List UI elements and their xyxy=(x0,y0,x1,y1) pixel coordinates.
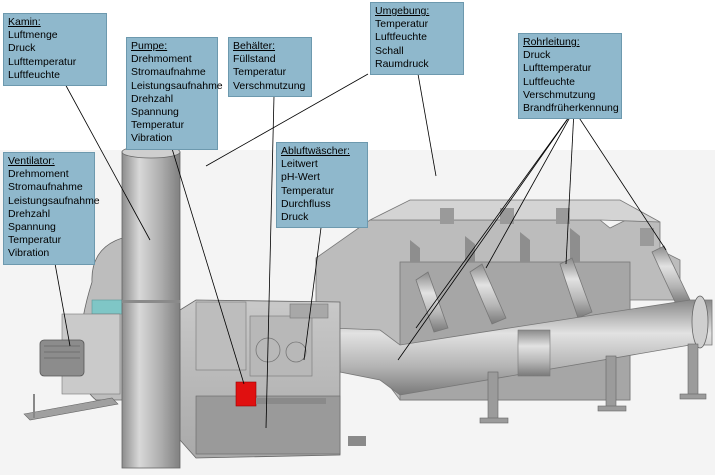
label-kamin-item: Druck xyxy=(8,42,36,55)
label-umgebung-title: Umgebung: xyxy=(375,5,430,17)
label-kamin-item: Luftfeuchte xyxy=(8,68,60,81)
label-ventilator-item: Stromaufnahme xyxy=(8,181,83,194)
label-umgebung-item: Temperatur xyxy=(375,18,429,31)
label-rohrleitung-item: Druck xyxy=(523,49,551,62)
label-umgebung-item: Luftfeuchte xyxy=(375,31,427,44)
label-ventilator-item: Leistungsaufnahme xyxy=(8,194,100,207)
chimney xyxy=(121,145,181,469)
label-abluft-title: Abluftwäscher: xyxy=(281,145,350,157)
label-pumpe-title: Pumpe: xyxy=(131,40,168,52)
label-rohrleitung-item: Luftfeuchte xyxy=(523,75,575,88)
label-ventilator-item: Drehmoment xyxy=(8,168,69,181)
label-abluft-item: Temperatur xyxy=(281,184,335,197)
main-pipe xyxy=(329,295,713,396)
label-behaelter-item: Temperatur xyxy=(233,66,287,79)
label-kamin-title: Kamin: xyxy=(8,16,41,28)
label-rohrleitung: Rohrleitung: Druck Lufttemperatur Luftfe… xyxy=(518,33,622,120)
label-pumpe-item: Drehmoment xyxy=(131,53,192,66)
label-ventilator: Ventilator: Drehmoment Stromaufnahme Lei… xyxy=(3,152,100,265)
branch-pipes xyxy=(415,245,691,333)
tank-unit xyxy=(179,299,366,459)
label-rohrleitung-item: Brandfrüherkennung xyxy=(523,102,619,115)
label-pumpe-item: Vibration xyxy=(131,132,173,145)
label-umgebung: Umgebung: Temperatur Luftfeuchte Schall … xyxy=(370,2,464,76)
label-pumpe-item: Leistungsaufnahme xyxy=(131,79,223,92)
pipe-supports xyxy=(479,343,707,424)
label-abluft-item: Durchfluss xyxy=(281,197,331,210)
label-behaelter-item: Füllstand xyxy=(233,53,276,66)
label-abluft-item: Druck xyxy=(281,211,309,224)
label-rohrleitung-item: Verschmutzung xyxy=(523,88,596,101)
label-behaelter-item: Verschmutzung xyxy=(233,79,306,92)
label-behaelter-title: Behälter: xyxy=(233,40,276,52)
label-abluft-item: Leitwert xyxy=(281,158,318,171)
label-pumpe-item: Temperatur xyxy=(131,119,185,132)
label-ventilator-item: Temperatur xyxy=(8,234,62,247)
leader-lines xyxy=(53,73,667,429)
label-umgebung-item: Raumdruck xyxy=(375,57,429,70)
label-pumpe-item: Drehzahl xyxy=(131,92,174,105)
label-kamin: Kamin: Luftmenge Druck Lufttemperatur Lu… xyxy=(3,13,107,87)
label-ventilator-item: Spannung xyxy=(8,221,56,234)
label-ventilator-item: Vibration xyxy=(8,247,50,260)
label-kamin-item: Lufttemperatur xyxy=(8,55,77,68)
label-abluftwaescher: Abluftwäscher: Leitwert pH-Wert Temperat… xyxy=(276,142,368,229)
label-rohrleitung-item: Lufttemperatur xyxy=(523,62,592,75)
label-kamin-item: Luftmenge xyxy=(8,29,58,42)
label-rohrleitung-title: Rohrleitung: xyxy=(523,36,580,48)
label-pumpe-item: Stromaufnahme xyxy=(131,66,206,79)
label-pumpe: Pumpe: Drehmoment Stromaufnahme Leistung… xyxy=(126,37,223,150)
label-ventilator-title: Ventilator: xyxy=(8,155,55,167)
label-ventilator-item: Drehzahl xyxy=(8,207,51,220)
label-behaelter: Behälter: Füllstand Temperatur Verschmut… xyxy=(228,37,312,97)
label-abluft-item: pH-Wert xyxy=(281,171,320,184)
label-umgebung-item: Schall xyxy=(375,44,404,57)
label-pumpe-item: Spannung xyxy=(131,106,179,119)
